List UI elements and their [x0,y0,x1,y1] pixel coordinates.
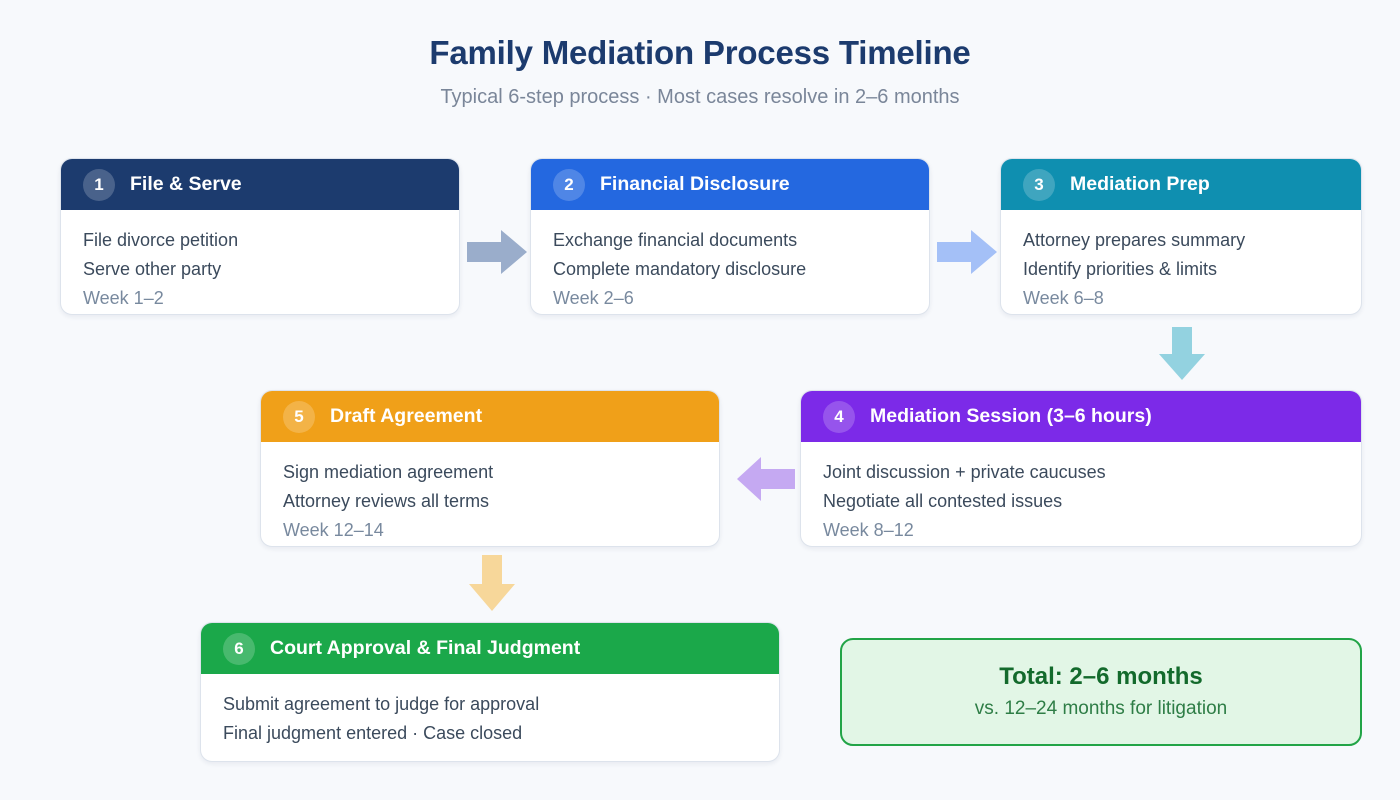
arrow-step2-to-step3-icon [937,228,997,276]
step-timing: Week 2–6 [553,288,634,308]
step-title-4: Mediation Session (3–6 hours) [870,405,1152,427]
step-card-1-body: File divorce petition Serve other party … [61,210,459,314]
step-card-3-body: Attorney prepares summary Identify prior… [1001,210,1361,314]
step-title-3: Mediation Prep [1070,173,1210,195]
step-card-6-body: Submit agreement to judge for approval F… [201,674,779,761]
step-card-1[interactable]: 1 File & Serve File divorce petition Ser… [60,158,460,315]
step-detail-line: Sign mediation agreement [283,462,494,482]
arrow-step5-to-step6-icon [467,555,517,613]
step-detail-line: Joint discussion + private caucuses [823,462,1106,482]
arrow-step3-to-step4-icon [1157,327,1207,382]
step-card-3-header: 3 Mediation Prep [1001,159,1361,210]
step-title-1: File & Serve [130,173,242,195]
step-card-4-header: 4 Mediation Session (3–6 hours) [801,391,1361,442]
step-card-5[interactable]: 5 Draft Agreement Sign mediation agreeme… [260,390,720,547]
step-card-2[interactable]: 2 Financial Disclosure Exchange financia… [530,158,930,315]
step-card-5-body: Sign mediation agreement Attorney review… [261,442,719,546]
step-card-2-header: 2 Financial Disclosure [531,159,929,210]
step-number-badge-4: 4 [823,400,855,433]
step-timing: Week 1–2 [83,288,164,308]
step-detail-line: Identify priorities & limits [1023,259,1218,279]
step-card-2-body: Exchange financial documents Complete ma… [531,210,929,314]
step-detail-line: Complete mandatory disclosure [553,259,807,279]
step-detail-line: File divorce petition [83,230,239,250]
arrow-step4-to-step5-icon [737,455,795,503]
step-detail-line: Negotiate all contested issues [823,491,1063,511]
step-card-4[interactable]: 4 Mediation Session (3–6 hours) Joint di… [800,390,1362,547]
step-detail-line: Exchange financial documents [553,230,798,250]
step-number-badge-1: 1 [83,168,115,201]
step-card-5-header: 5 Draft Agreement [261,391,719,442]
step-timing: Week 6–8 [1023,288,1104,308]
step-title-2: Financial Disclosure [600,173,790,195]
page-title: Family Mediation Process Timeline [429,34,971,71]
step-card-6-header: 6 Court Approval & Final Judgment [201,623,779,674]
step-timing: Week 12–14 [283,520,384,540]
step-number-badge-5: 5 [283,400,315,433]
step-title-6: Court Approval & Final Judgment [270,637,581,659]
step-card-6[interactable]: 6 Court Approval & Final Judgment Submit… [200,622,780,762]
step-timing: Week 8–12 [823,520,914,540]
summary-comparison: vs. 12–24 months for litigation [974,698,1228,719]
step-card-1-header: 1 File & Serve [61,159,459,210]
step-title-5: Draft Agreement [330,405,483,427]
step-detail-line: Attorney reviews all terms [283,491,490,511]
summary-box: Total: 2–6 months vs. 12–24 months for l… [840,638,1362,746]
step-detail-line: Submit agreement to judge for approval [223,694,540,714]
step-number-badge-2: 2 [553,168,585,201]
step-card-3[interactable]: 3 Mediation Prep Attorney prepares summa… [1000,158,1362,315]
summary-total-duration: Total: 2–6 months [999,663,1203,690]
step-detail-line: Final judgment entered · Case closed [223,723,523,743]
step-detail-line: Serve other party [83,259,222,279]
page-subtitle: Typical 6-step process · Most cases reso… [440,86,960,108]
step-card-4-body: Joint discussion + private caucuses Nego… [801,442,1361,546]
step-number-badge-6: 6 [223,632,255,665]
step-detail-line: Attorney prepares summary [1023,230,1246,250]
arrow-step1-to-step2-icon [467,228,527,276]
step-number-badge-3: 3 [1023,168,1055,201]
